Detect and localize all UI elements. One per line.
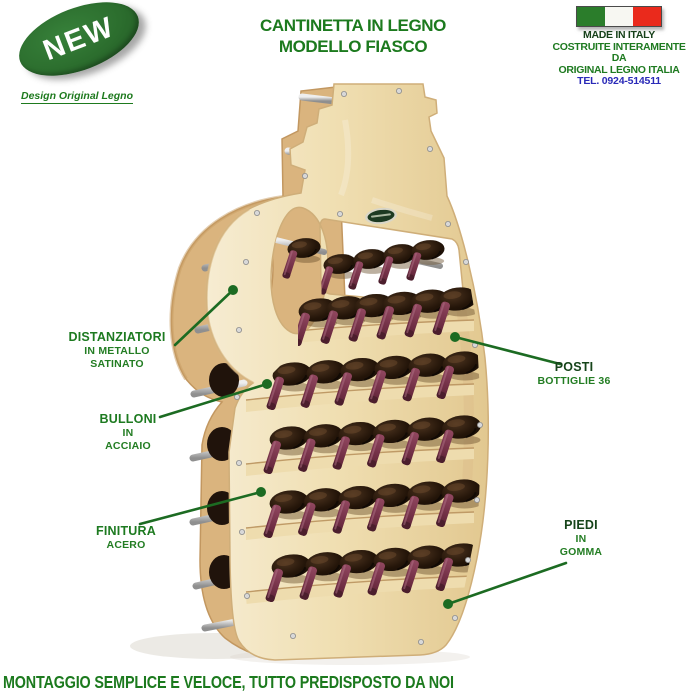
- callout-line-bulloni: [158, 379, 272, 419]
- callout-line-distanziatori: [173, 285, 238, 347]
- callout-line-piedi: [443, 561, 568, 609]
- bottle-row: [245, 348, 482, 412]
- bottle-row: [245, 412, 482, 476]
- callout-line-posti: [450, 332, 562, 366]
- handle-hole-bottle: [273, 235, 327, 280]
- callout-lines: [138, 285, 568, 609]
- bottle-row: [245, 540, 482, 604]
- callout-line-finitura: [138, 487, 266, 526]
- bottle-row-1: [320, 237, 447, 296]
- bottle-row: [245, 476, 482, 540]
- screws: [233, 88, 483, 646]
- brand-plate: [365, 207, 397, 225]
